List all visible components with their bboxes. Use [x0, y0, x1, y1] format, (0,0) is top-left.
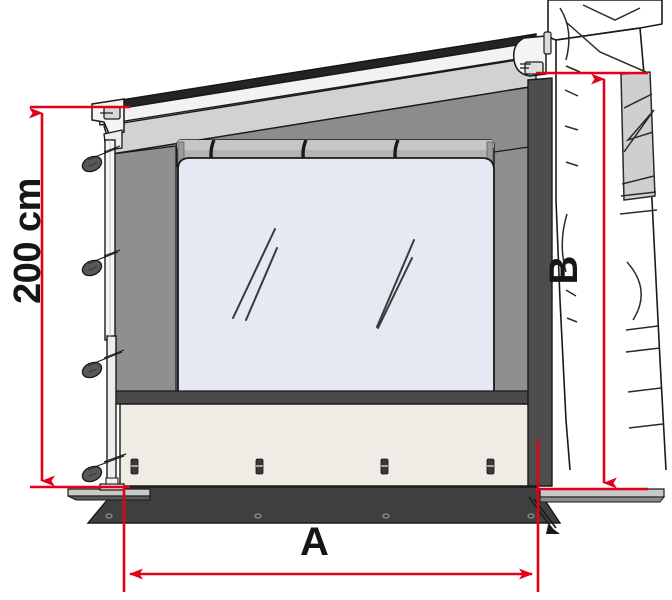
fastener-4: [486, 458, 495, 475]
dimension-label-b: B: [542, 255, 586, 285]
vehicle-wall-mounting-strip: [527, 77, 553, 487]
window-reflection-lines: [232, 228, 415, 329]
dimension-height-200cm: [29, 105, 130, 489]
clamp-knob-2: [81, 249, 121, 277]
clear-window-panel: [177, 157, 495, 393]
awning-right-mount-bracket: [512, 31, 552, 77]
clamp-knob-4: [81, 453, 127, 483]
vehicle-wall-panels: [559, 4, 664, 429]
cream-lower-panel: [119, 403, 537, 487]
dimension-label-a: A: [300, 520, 329, 564]
vehicle-body-outline: [547, 0, 667, 471]
clamp-knob-1: [81, 145, 121, 173]
dimension-width-A: [122, 440, 540, 592]
dark-ground-skirt: [86, 486, 562, 524]
fastener-2: [255, 458, 264, 475]
ground-base-plate-right: [528, 488, 666, 534]
dimension-label-height: 200 cm: [7, 178, 49, 304]
fabric-left-column: [111, 145, 177, 395]
fastener-3: [380, 458, 389, 475]
left-vertical-support-pole: [99, 139, 125, 491]
dimension-panel-height-B: [536, 71, 648, 491]
cream-panel-fasteners: [130, 458, 495, 475]
skirt-grommets: [105, 513, 535, 519]
pole-clamp-knobs: [81, 145, 127, 483]
fastener-1: [130, 458, 139, 475]
window-sill-band: [111, 390, 537, 405]
clamp-knob-3: [81, 349, 125, 379]
